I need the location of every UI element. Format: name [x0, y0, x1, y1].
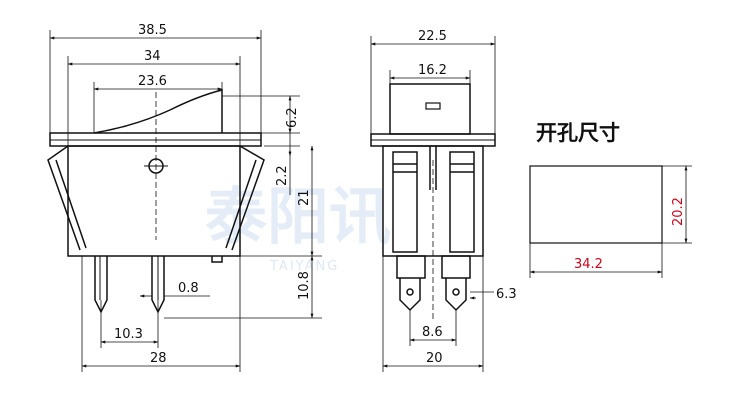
dim-terminal-thickness: 0.8	[178, 281, 199, 296]
side-terminal-left	[396, 255, 426, 279]
watermark-en: TAIYANG	[269, 259, 339, 274]
dim-side-top-width: 16.2	[418, 63, 447, 78]
terminal-right	[211, 256, 223, 263]
side-dimension-lines	[370, 36, 496, 372]
switch-body	[67, 145, 241, 257]
dim-overall-width: 38.5	[138, 23, 167, 38]
dim-terminal-length: 10.8	[297, 271, 312, 300]
front-dimension-labels: 38.5 34 23.6 6.2 2.2 21 10.8 0.8 10.3 28	[114, 23, 312, 366]
side-terminal-right	[441, 255, 471, 279]
dim-terminal-spacing: 10.3	[114, 327, 143, 342]
dim-side-terminal-width: 6.3	[496, 287, 517, 302]
dim-rocker-width: 23.6	[138, 74, 167, 89]
dim-rocker-height: 6.2	[285, 107, 300, 128]
dim-body-height: 21	[297, 189, 312, 206]
dim-base-width: 28	[150, 351, 167, 366]
cutout-width: 34.2	[574, 257, 603, 272]
dim-body-width: 34	[144, 49, 161, 64]
clip-right	[225, 145, 265, 251]
front-dimension-lines	[49, 30, 322, 372]
dim-flange-to-hole: 2.2	[275, 165, 290, 186]
dim-side-terminal-spacing: 8.6	[422, 325, 443, 340]
rocker-outline	[93, 89, 223, 134]
cutout-height: 20.2	[671, 197, 686, 226]
cutout-section: 开孔尺寸 20.2 34.2	[529, 121, 692, 278]
dim-side-base-width: 20	[426, 351, 443, 366]
front-view	[47, 89, 265, 314]
side-dimension-labels: 22.5 16.2 6.3 8.6 20	[418, 29, 517, 366]
cutout-title: 开孔尺寸	[536, 121, 620, 145]
dim-side-overall-width: 22.5	[418, 29, 447, 44]
clip-left	[47, 145, 87, 251]
cutout-rectangle	[529, 165, 663, 244]
